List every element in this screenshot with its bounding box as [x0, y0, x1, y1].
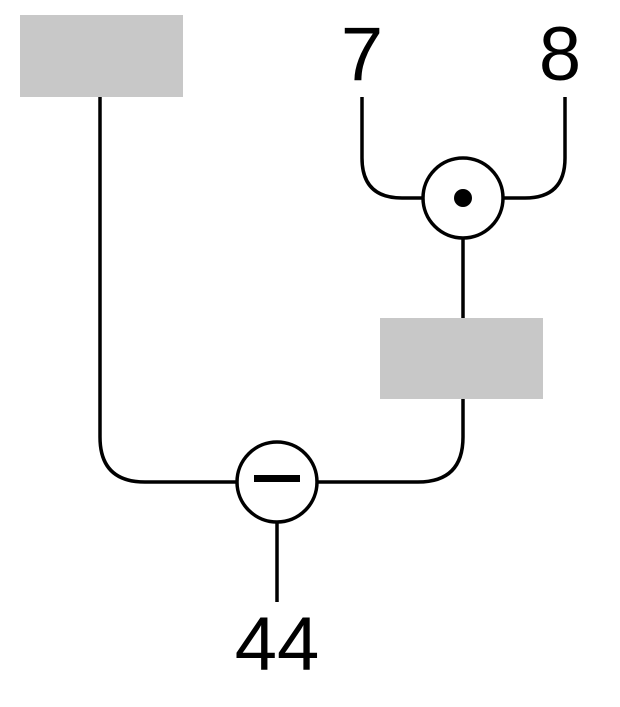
operand-8: 8 — [539, 12, 581, 97]
multiply-operator — [421, 156, 505, 240]
result-44: 44 — [235, 602, 320, 687]
blank-box-left — [20, 15, 183, 97]
multiply-dot-icon — [454, 189, 472, 207]
wire-left-box-to-minus — [98, 97, 236, 484]
blank-box-right — [380, 318, 543, 399]
wire-7-to-dot — [360, 97, 423, 200]
wire-right-box-to-minus — [318, 399, 465, 484]
wire-8-to-dot — [504, 97, 567, 200]
minus-sign-icon — [254, 475, 300, 482]
operand-7: 7 — [341, 12, 383, 97]
minus-operator — [235, 440, 319, 524]
